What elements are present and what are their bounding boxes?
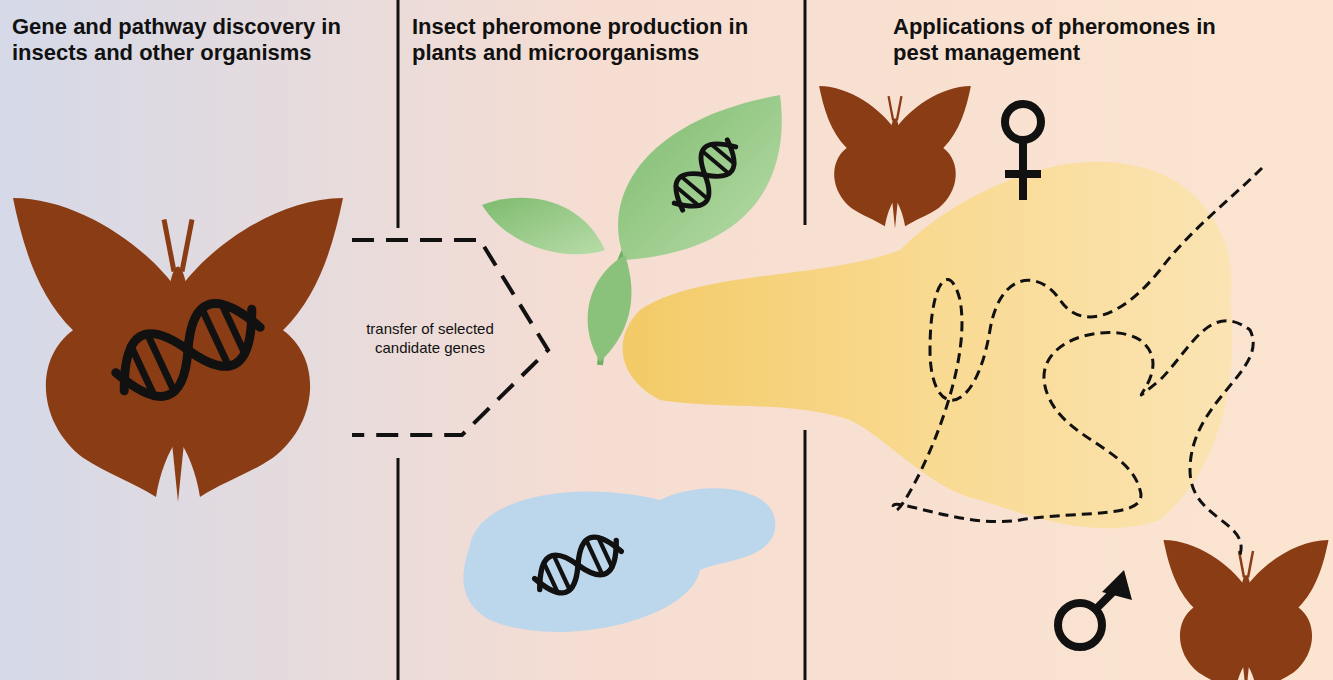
- chevron-text: transfer of selected candidate genes: [355, 319, 505, 358]
- panel-heading: Applications of pheromones in pest manag…: [893, 14, 1263, 67]
- panel-heading: Insect pheromone production in plants an…: [412, 14, 782, 67]
- transfer-chevron: transfer of selected candidate genes: [355, 319, 505, 358]
- panel-heading: Gene and pathway discovery in insects an…: [12, 14, 357, 67]
